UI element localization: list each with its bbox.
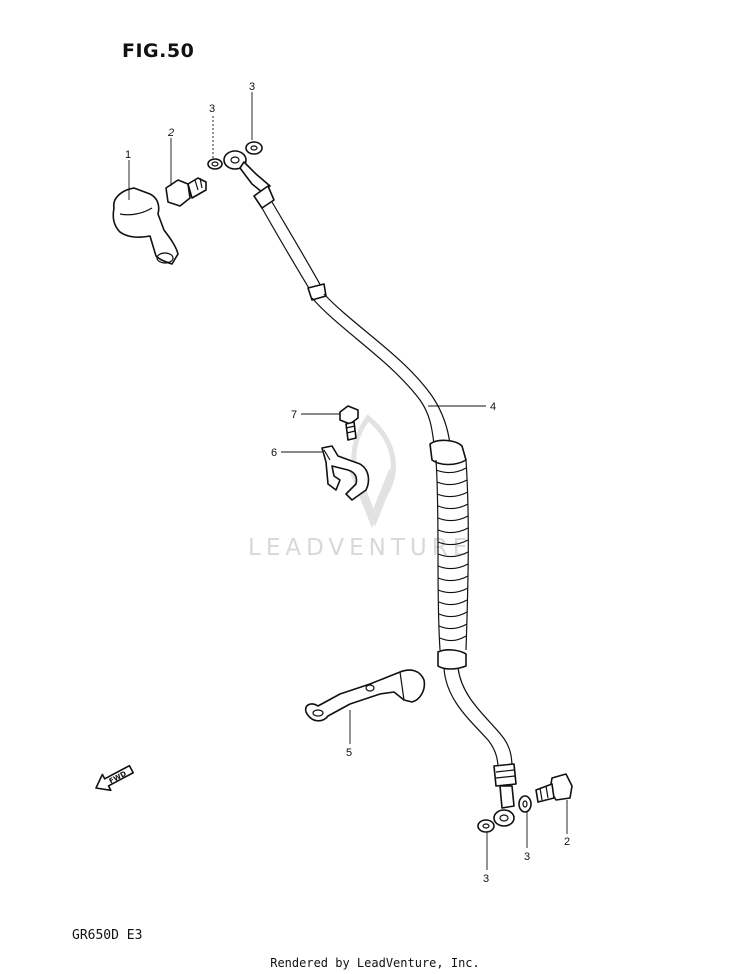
forward-direction-arrow-icon: FWD: [95, 764, 134, 792]
callout-2-lower: 2: [564, 836, 570, 848]
callout-6: 6: [271, 447, 277, 459]
part-7-screw: [339, 405, 359, 441]
callout-7: 7: [291, 409, 297, 421]
callout-4: 4: [490, 401, 496, 413]
forward-direction-label: FWD: [108, 770, 128, 786]
part-6-clamp: [321, 445, 370, 501]
part-2-banjo-bolt-upper: [165, 177, 207, 207]
callout-2-upper: 2: [167, 127, 174, 139]
callout-1: 1: [125, 149, 131, 161]
model-code: GR650D E3: [72, 928, 143, 943]
callout-3-lower-a: 3: [524, 851, 530, 863]
part-1-boot: [112, 187, 179, 265]
washer-3-lower-a: [518, 795, 532, 813]
hose-spring-guard: [435, 459, 469, 651]
callout-5: 5: [346, 747, 352, 759]
figure-title: FIG.50: [122, 40, 195, 62]
callout-3-lower-b: 3: [483, 873, 489, 885]
callout-3-upper-a: 3: [209, 103, 215, 115]
washer-3-lower-b: [477, 819, 495, 833]
watermark-text: LEADVENTURE: [248, 535, 472, 561]
footer-credit: Rendered by LeadVenture, Inc.: [270, 956, 480, 970]
part-5-bracket: [304, 669, 426, 722]
watermark: LEADVENTURE: [248, 414, 472, 561]
leader-lines: [128, 92, 568, 870]
callout-3-upper-b: 3: [249, 81, 255, 93]
washer-3-upper-a: [207, 158, 223, 170]
part-2-banjo-bolt-lower: [535, 773, 573, 803]
callout-labels: 1 2 3 3 4 7 6 5 2 3 3: [125, 81, 570, 885]
washer-3-upper-b: [245, 141, 263, 155]
part-4-brake-hose: [223, 150, 517, 827]
